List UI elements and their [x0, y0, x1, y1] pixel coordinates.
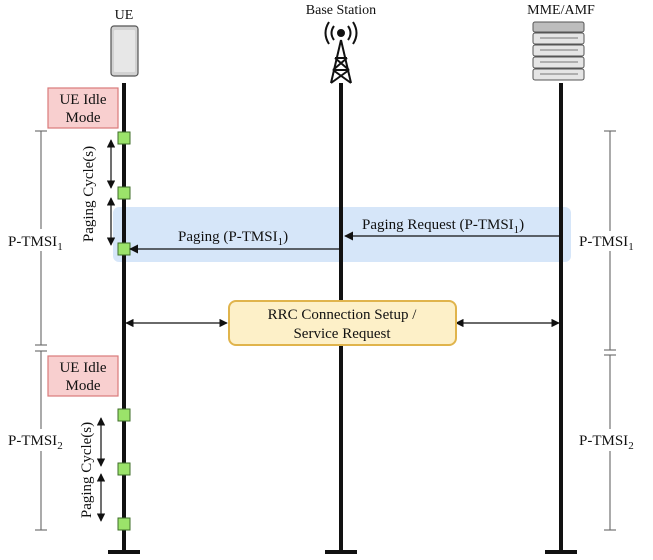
paging-request-label: Paging Request (P-TMSI1): [362, 217, 524, 236]
ue-header: UE: [115, 8, 134, 23]
paging-occasion-marker: [117, 131, 131, 145]
ue-idle-box-1-line1: UE Idle: [59, 92, 106, 108]
paging-label: Paging (P-TMSI1): [178, 229, 288, 248]
ue-idle-box-2: [47, 355, 119, 397]
ptmsi2-right-label: P-TMSI2: [579, 433, 634, 452]
paging-occasion-marker: [117, 462, 131, 476]
ptmsi1-right-label: P-TMSI1: [579, 234, 634, 253]
server-icon: [532, 21, 585, 81]
rrc-connection-box: [228, 300, 457, 346]
paging-occasion-marker: [117, 242, 131, 256]
ue-idle-box-2-line2: Mode: [66, 378, 101, 394]
base-station-header: Base Station: [306, 3, 376, 18]
paging-cycle-label-1: Paging Cycle(s): [81, 146, 97, 242]
paging-occasion-marker: [117, 408, 131, 422]
ptmsi1-left-label: P-TMSI1: [8, 234, 63, 253]
ptmsi2-left-label: P-TMSI2: [8, 433, 63, 452]
cell-tower-icon: [324, 21, 358, 84]
rrc-box-line2: Service Request: [293, 326, 391, 342]
rrc-box-line1: RRC Connection Setup /: [268, 307, 418, 323]
ue-idle-box-1: [47, 87, 119, 129]
phone-icon: [110, 25, 139, 77]
paging-occasion-marker: [117, 517, 131, 531]
mme-header: MME/AMF: [527, 3, 595, 18]
paging-cycle-label-2: Paging Cycle(s): [79, 422, 95, 518]
ue-idle-box-1-line2: Mode: [66, 110, 101, 126]
paging-occasion-marker: [117, 186, 131, 200]
ue-idle-box-2-line1: UE Idle: [59, 360, 106, 376]
